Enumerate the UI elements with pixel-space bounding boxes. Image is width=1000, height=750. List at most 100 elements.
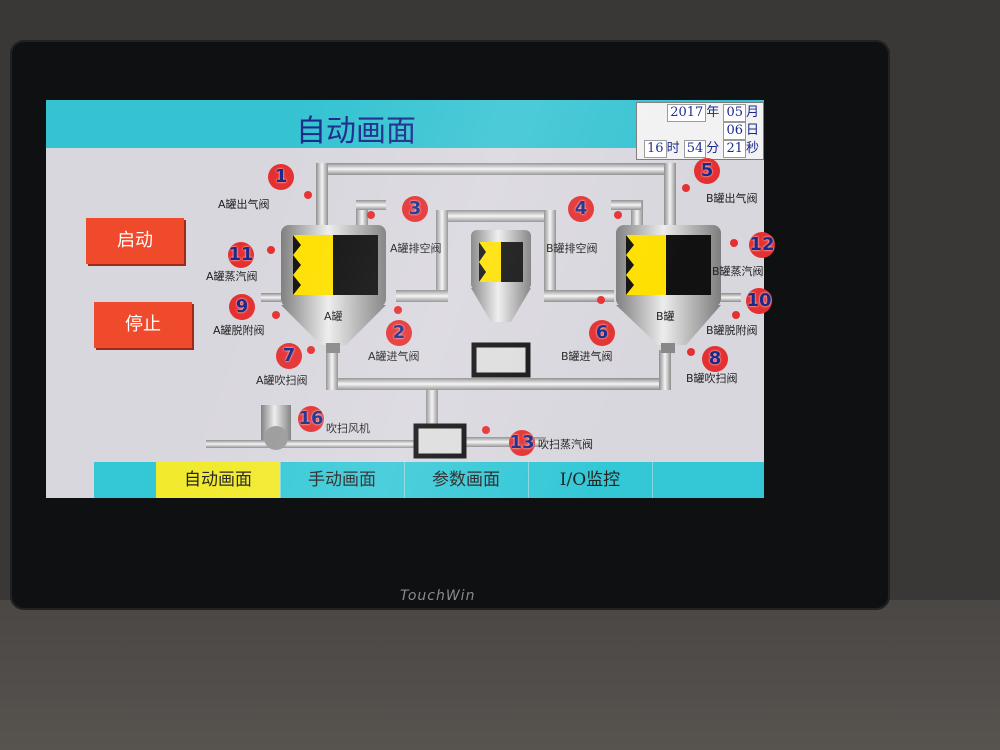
pipe-blow-down [426, 390, 438, 430]
tank-a-outlet [326, 343, 340, 353]
nav-bar: 自动画面 手动画面 参数画面 I/O监控 [94, 462, 764, 498]
valve-a-desorb[interactable] [272, 311, 280, 319]
nozzle-b-desorb [721, 293, 741, 302]
tab-io-monitor[interactable]: I/O监控 [528, 462, 653, 498]
clock-second: 21 [723, 140, 746, 158]
valve-number-10: 10 [746, 288, 772, 314]
clock-year: 2017 [667, 104, 707, 122]
label-purge-steam: 吹扫蒸汽阀 [538, 438, 593, 451]
process-diagram [206, 163, 741, 459]
label-a-out: A罐出气阀 [218, 198, 270, 211]
valve-b-desorb[interactable] [732, 311, 740, 319]
clock-hour-unit: 时 [666, 141, 680, 156]
clock-month: 05 [723, 104, 746, 122]
label-a-steam: A罐蒸汽阀 [206, 270, 258, 283]
nozzle-a-desorb [261, 293, 281, 302]
tank-b-level-fill [626, 235, 666, 295]
valve-number-1: 1 [268, 164, 294, 190]
tank-a-cone [281, 305, 386, 345]
valve-number-11: 11 [228, 242, 254, 268]
pipe-steam-line [466, 437, 546, 447]
pipe-middle-top [436, 210, 546, 222]
valve-number-13: 13 [509, 430, 535, 456]
pipe-b-bottom-riser [659, 350, 671, 390]
valve-a-exhaust[interactable] [367, 211, 375, 219]
stop-button[interactable]: 停止 [94, 302, 192, 348]
fan-number-16: 16 [298, 406, 324, 432]
label-a-tank: A罐 [324, 310, 343, 323]
brand-logo: TouchWin [400, 588, 476, 604]
page-title: 自动画面 [296, 114, 416, 149]
middle-separator [471, 342, 531, 378]
tab-auto[interactable]: 自动画面 [156, 462, 281, 498]
valve-b-out[interactable] [682, 184, 690, 192]
label-fan: 吹扫风机 [326, 422, 370, 435]
valve-a-in[interactable] [394, 306, 402, 314]
middle-tank-level-fill [479, 242, 501, 282]
label-b-exhaust: B罐排空阀 [546, 242, 598, 255]
label-b-out: B罐出气阀 [706, 192, 758, 205]
start-button[interactable]: 启动 [86, 218, 184, 264]
label-a-in: A罐进气阀 [368, 350, 420, 363]
pipe-middle-right-drop [544, 210, 556, 300]
pipe-b-exhaust-bend [611, 200, 641, 210]
clock-minute: 54 [683, 140, 707, 158]
pipe-bottom-header [326, 378, 671, 390]
clock-second-unit: 秒 [745, 141, 759, 156]
middle-tank-cone [471, 288, 531, 322]
valve-b-exhaust[interactable] [614, 211, 622, 219]
label-a-purge: A罐吹扫阀 [256, 374, 308, 387]
valve-a-purge[interactable] [307, 346, 315, 354]
pipe-a-feed [396, 290, 448, 302]
label-b-desorb: B罐脱附阀 [706, 324, 758, 337]
valve-number-4: 4 [568, 196, 594, 222]
valve-number-9: 9 [229, 294, 255, 320]
valve-a-out[interactable] [304, 191, 312, 199]
valve-number-5: 5 [694, 158, 720, 184]
pipe-a-bottom-riser [326, 350, 338, 390]
tab-params[interactable]: 参数画面 [404, 462, 529, 498]
pipe-a-exhaust-bend [356, 200, 386, 210]
valve-b-steam[interactable] [730, 239, 738, 247]
purge-box [413, 423, 467, 459]
label-b-tank: B罐 [656, 310, 675, 323]
valve-purge-steam[interactable] [482, 426, 490, 434]
tank-b-cone [616, 305, 721, 345]
top-header-pipe [316, 163, 676, 175]
valve-number-6: 6 [589, 320, 615, 346]
valve-number-8: 8 [702, 346, 728, 372]
clock-hour: 16 [644, 140, 667, 158]
label-a-exhaust: A罐排空阀 [390, 242, 442, 255]
label-b-in: B罐进气阀 [561, 350, 613, 363]
valve-b-purge[interactable] [687, 348, 695, 356]
background-wall [0, 600, 1000, 750]
pipe-b-top-riser [664, 163, 676, 233]
valve-number-3: 3 [402, 196, 428, 222]
label-a-desorb: A罐脱附阀 [213, 324, 265, 337]
valve-number-2: 2 [386, 320, 412, 346]
pipe-fan-line [206, 440, 426, 448]
label-b-steam: B罐蒸汽阀 [712, 265, 764, 278]
pipe-a-top-riser [316, 163, 328, 233]
clock-month-unit: 月 [745, 105, 759, 120]
valve-a-steam[interactable] [267, 246, 275, 254]
clock-minute-unit: 分 [706, 141, 720, 156]
clock-year-unit: 年 [706, 105, 720, 120]
clock-day: 06 [723, 122, 746, 140]
tab-manual[interactable]: 手动画面 [280, 462, 405, 498]
pipe-b-feed [544, 290, 614, 302]
purge-fan-housing [264, 426, 288, 450]
valve-number-12: 12 [749, 232, 775, 258]
tank-a-level-fill [293, 235, 333, 295]
valve-b-in[interactable] [597, 296, 605, 304]
tank-b-outlet [661, 343, 675, 353]
clock-day-unit: 日 [745, 123, 759, 138]
valve-number-7: 7 [276, 343, 302, 369]
label-b-purge: B罐吹扫阀 [686, 372, 738, 385]
pipe-middle-left-drop [436, 210, 448, 300]
